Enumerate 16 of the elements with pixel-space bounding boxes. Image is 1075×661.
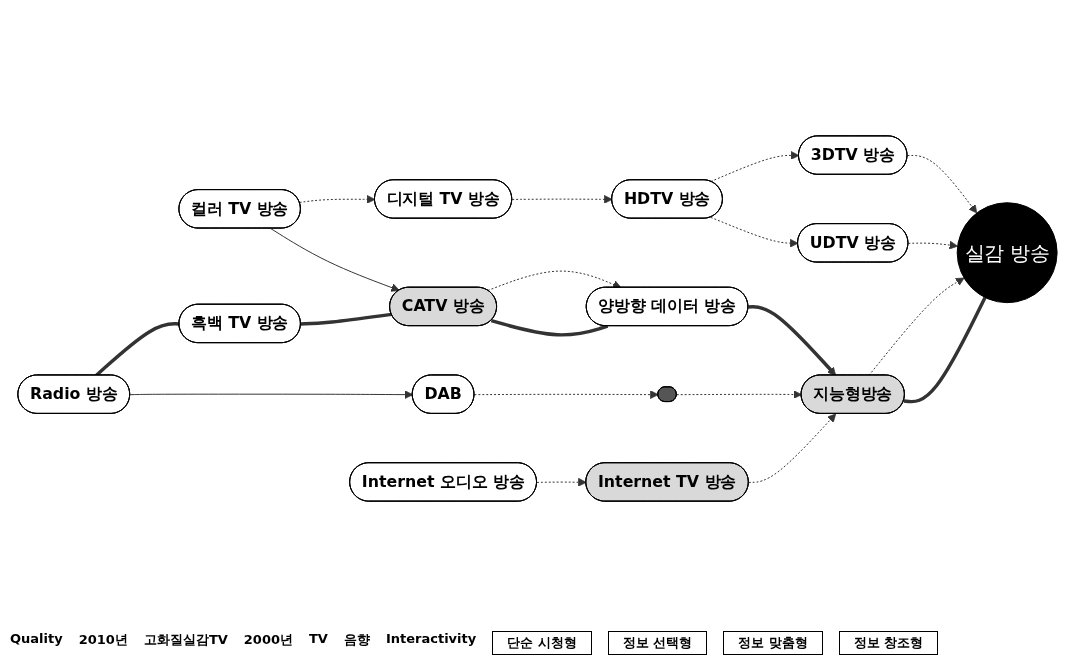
axis-label: Interactivity: [385, 631, 477, 648]
axis-label: 고화질실감TV: [143, 631, 228, 649]
arrow: [748, 305, 837, 376]
axis-label: 2010년: [78, 631, 128, 649]
table-cell: 단순 시청형: [492, 631, 592, 655]
connector: [903, 296, 987, 404]
table-cell: 정보 맞춤형: [723, 631, 823, 655]
table-cell: 정보 창조형: [838, 631, 939, 655]
table-cell: 정보 선택형: [607, 631, 708, 655]
axis-label: Quality: [10, 631, 63, 648]
axis-label: TV: [309, 631, 328, 648]
connector: [490, 319, 609, 337]
axis-label: 음향: [343, 631, 370, 649]
connector: [300, 312, 392, 326]
node-circle: 실감 방송: [956, 202, 1058, 304]
axis-label: 2000년: [243, 631, 293, 649]
